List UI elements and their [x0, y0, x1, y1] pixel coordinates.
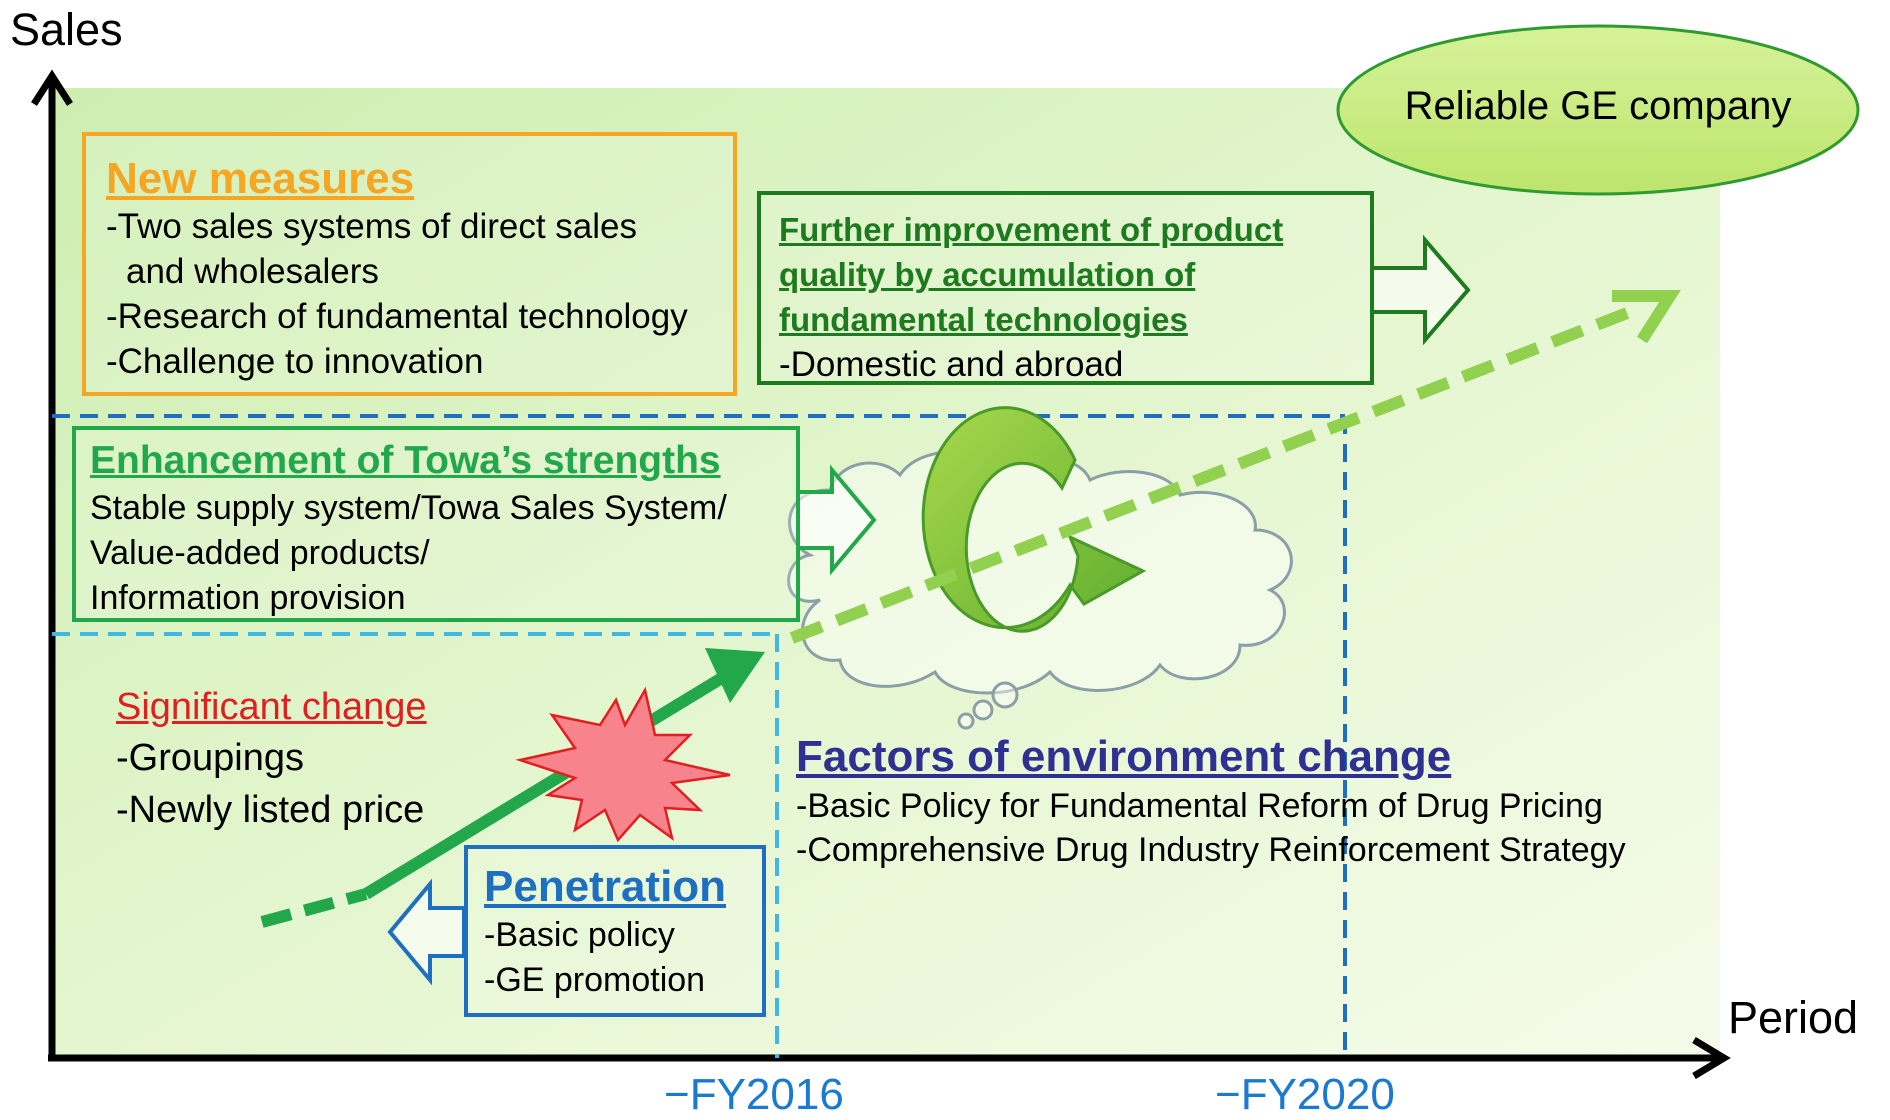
further-improvement-box: Further improvement of product quality b…	[757, 191, 1374, 385]
significant-change-line-2: -Newly listed price	[116, 789, 425, 831]
period-label-fy2020: −FY2020	[1215, 1070, 1395, 1119]
growth-line	[362, 664, 739, 900]
new-measures-title: New measures	[106, 154, 415, 203]
strengths-title: Enhancement of Towa’s strengths	[90, 439, 721, 482]
growth-arrowhead	[705, 648, 765, 703]
factors-title: Factors of environment change	[796, 732, 1452, 781]
significant-change-block: Significant change -Groupings -Newly lis…	[116, 682, 427, 836]
thought-bubble-medium	[972, 699, 994, 721]
cycle-arrow-icon	[921, 406, 1147, 633]
strengths-line-2: Value-added products/	[90, 534, 430, 572]
significant-change-title: Significant change	[116, 686, 427, 728]
strengths-box: Enhancement of Towa’s strengths Stable s…	[72, 426, 800, 622]
burst-icon	[515, 686, 731, 843]
new-measures-line-4: -Challenge to innovation	[106, 342, 484, 381]
y-axis-arrowhead	[31, 69, 73, 106]
past-trend-dashed	[260, 888, 368, 928]
factors-line-2: -Comprehensive Drug Industry Reinforceme…	[796, 831, 1626, 869]
further-improvement-line-1: -Domestic and abroad	[779, 345, 1124, 384]
new-measures-line-2: and wholesalers	[126, 252, 379, 291]
x-axis-arrowhead	[1692, 1036, 1731, 1080]
x-axis-label: Period	[1728, 992, 1859, 1043]
goal-label: Reliable GE company	[1404, 84, 1792, 128]
penetration-box: Penetration -Basic policy -GE promotion	[464, 845, 766, 1017]
further-arrow-shape	[1370, 234, 1471, 346]
goal-ellipse	[1336, 24, 1860, 196]
future-trend-line	[789, 302, 1643, 644]
thought-bubble-large	[991, 681, 1019, 709]
further-improvement-title-2: quality by accumulation of	[779, 256, 1196, 293]
penetration-line-1: -Basic policy	[484, 916, 675, 954]
cloud-shape	[787, 450, 1293, 730]
penetration-arrow-shape	[387, 878, 466, 986]
thought-bubble-small	[957, 712, 975, 730]
period-label-fy2016: −FY2016	[664, 1070, 844, 1119]
strengths-line-3: Information provision	[90, 579, 406, 617]
y-axis-label: Sales	[10, 4, 123, 55]
further-improvement-title-3: fundamental technologies	[779, 301, 1188, 338]
new-measures-line-3: -Research of fundamental technology	[106, 297, 688, 336]
strengths-line-1: Stable supply system/Towa Sales System/	[90, 489, 727, 527]
further-improvement-title-1: Further improvement of product	[779, 211, 1284, 248]
significant-change-line-1: -Groupings	[116, 737, 304, 779]
strengths-arrow-shape	[796, 464, 877, 576]
future-trend-arrowhead	[1612, 290, 1681, 344]
chart-background	[50, 88, 1720, 1058]
penetration-title: Penetration	[484, 862, 727, 911]
new-measures-line-1: -Two sales systems of direct sales	[106, 207, 637, 246]
factors-block: Factors of environment change -Basic Pol…	[796, 730, 1626, 872]
penetration-line-2: -GE promotion	[484, 961, 706, 999]
factors-line-1: -Basic Policy for Fundamental Reform of …	[796, 787, 1603, 825]
new-measures-box: New measures -Two sales systems of direc…	[82, 132, 737, 396]
